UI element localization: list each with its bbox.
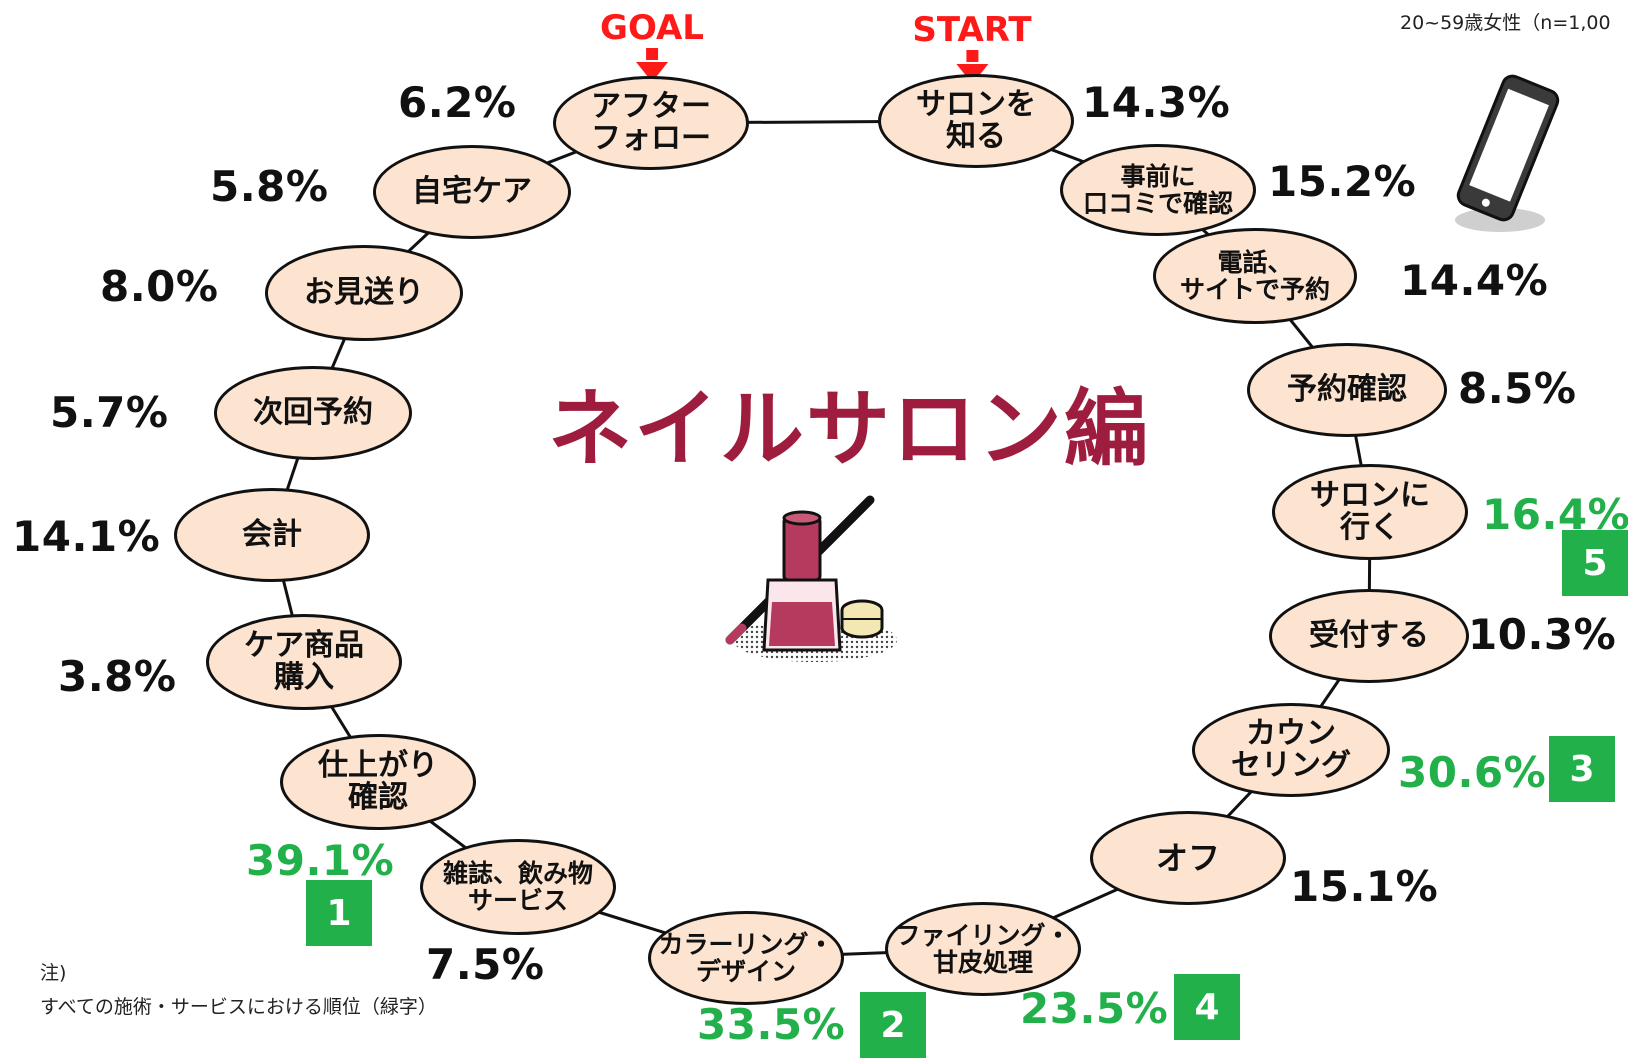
step-percent: 10.3% [1468,610,1617,659]
step-percent: 14.1% [12,512,161,561]
step-percent: 8.5% [1458,364,1577,413]
step-node: アフター フォロー [553,76,749,170]
diagram-title: ネイルサロン編 [548,380,1151,478]
step-percent: 6.2% [398,78,517,127]
step-percent: 14.4% [1400,256,1549,305]
step-node: 会計 [174,488,370,582]
step-node: 次回予約 [214,366,412,460]
step-percent: 15.1% [1290,862,1439,911]
step-node: 雑誌、飲み物 サービス [420,839,616,935]
rank-badge: 5 [1562,530,1628,596]
step-percent: 39.1% [246,836,395,885]
step-node: カラーリング・ デザイン [648,911,844,1005]
footnote-text: すべての施術・サービスにおける順位（緑字） [40,996,437,1018]
step-node: 電話、 サイトで予約 [1153,228,1357,324]
step-percent: 23.5% [1020,984,1169,1033]
rank-badge: 4 [1174,974,1240,1040]
step-percent: 30.6% [1398,748,1547,797]
start-marker: START [912,10,1032,84]
goal-label: GOAL [600,8,704,48]
step-node: サロンに 行く [1272,464,1468,560]
smartphone-icon [1455,74,1560,232]
step-node: お見送り [265,245,463,341]
step-node: オフ [1090,811,1286,905]
start-arrow-stem [965,50,978,62]
start-label: START [912,10,1032,50]
step-percent: 33.5% [697,1000,846,1049]
step-node: ファイリング・ 甘皮処理 [885,902,1081,996]
step-node: カウン セリング [1192,703,1390,797]
sample-note: 20~59歳女性（n=1,00 [1400,12,1611,34]
rank-badge: 1 [306,880,372,946]
step-percent: 8.0% [100,262,219,311]
step-node: 予約確認 [1247,343,1447,437]
step-node: 受付する [1269,589,1469,683]
step-percent: 5.8% [210,162,329,211]
step-percent: 3.8% [58,652,177,701]
nail-polish-icon [725,495,897,662]
step-percent: 15.2% [1268,157,1417,206]
step-percent: 5.7% [50,388,169,437]
step-node: 自宅ケア [373,145,571,239]
rank-badge: 2 [860,992,926,1058]
goal-marker: GOAL [600,8,704,82]
step-node: 事前に 口コミで確認 [1060,144,1256,236]
step-node: サロンを 知る [878,74,1074,168]
step-node: ケア商品 購入 [206,614,402,710]
step-percent: 7.5% [426,940,545,989]
step-node: 仕上がり 確認 [280,734,476,830]
goal-arrow-stem [645,48,658,60]
step-percent: 14.3% [1082,78,1231,127]
footnote-heading: 注) [40,962,67,984]
rank-badge: 3 [1549,736,1615,802]
